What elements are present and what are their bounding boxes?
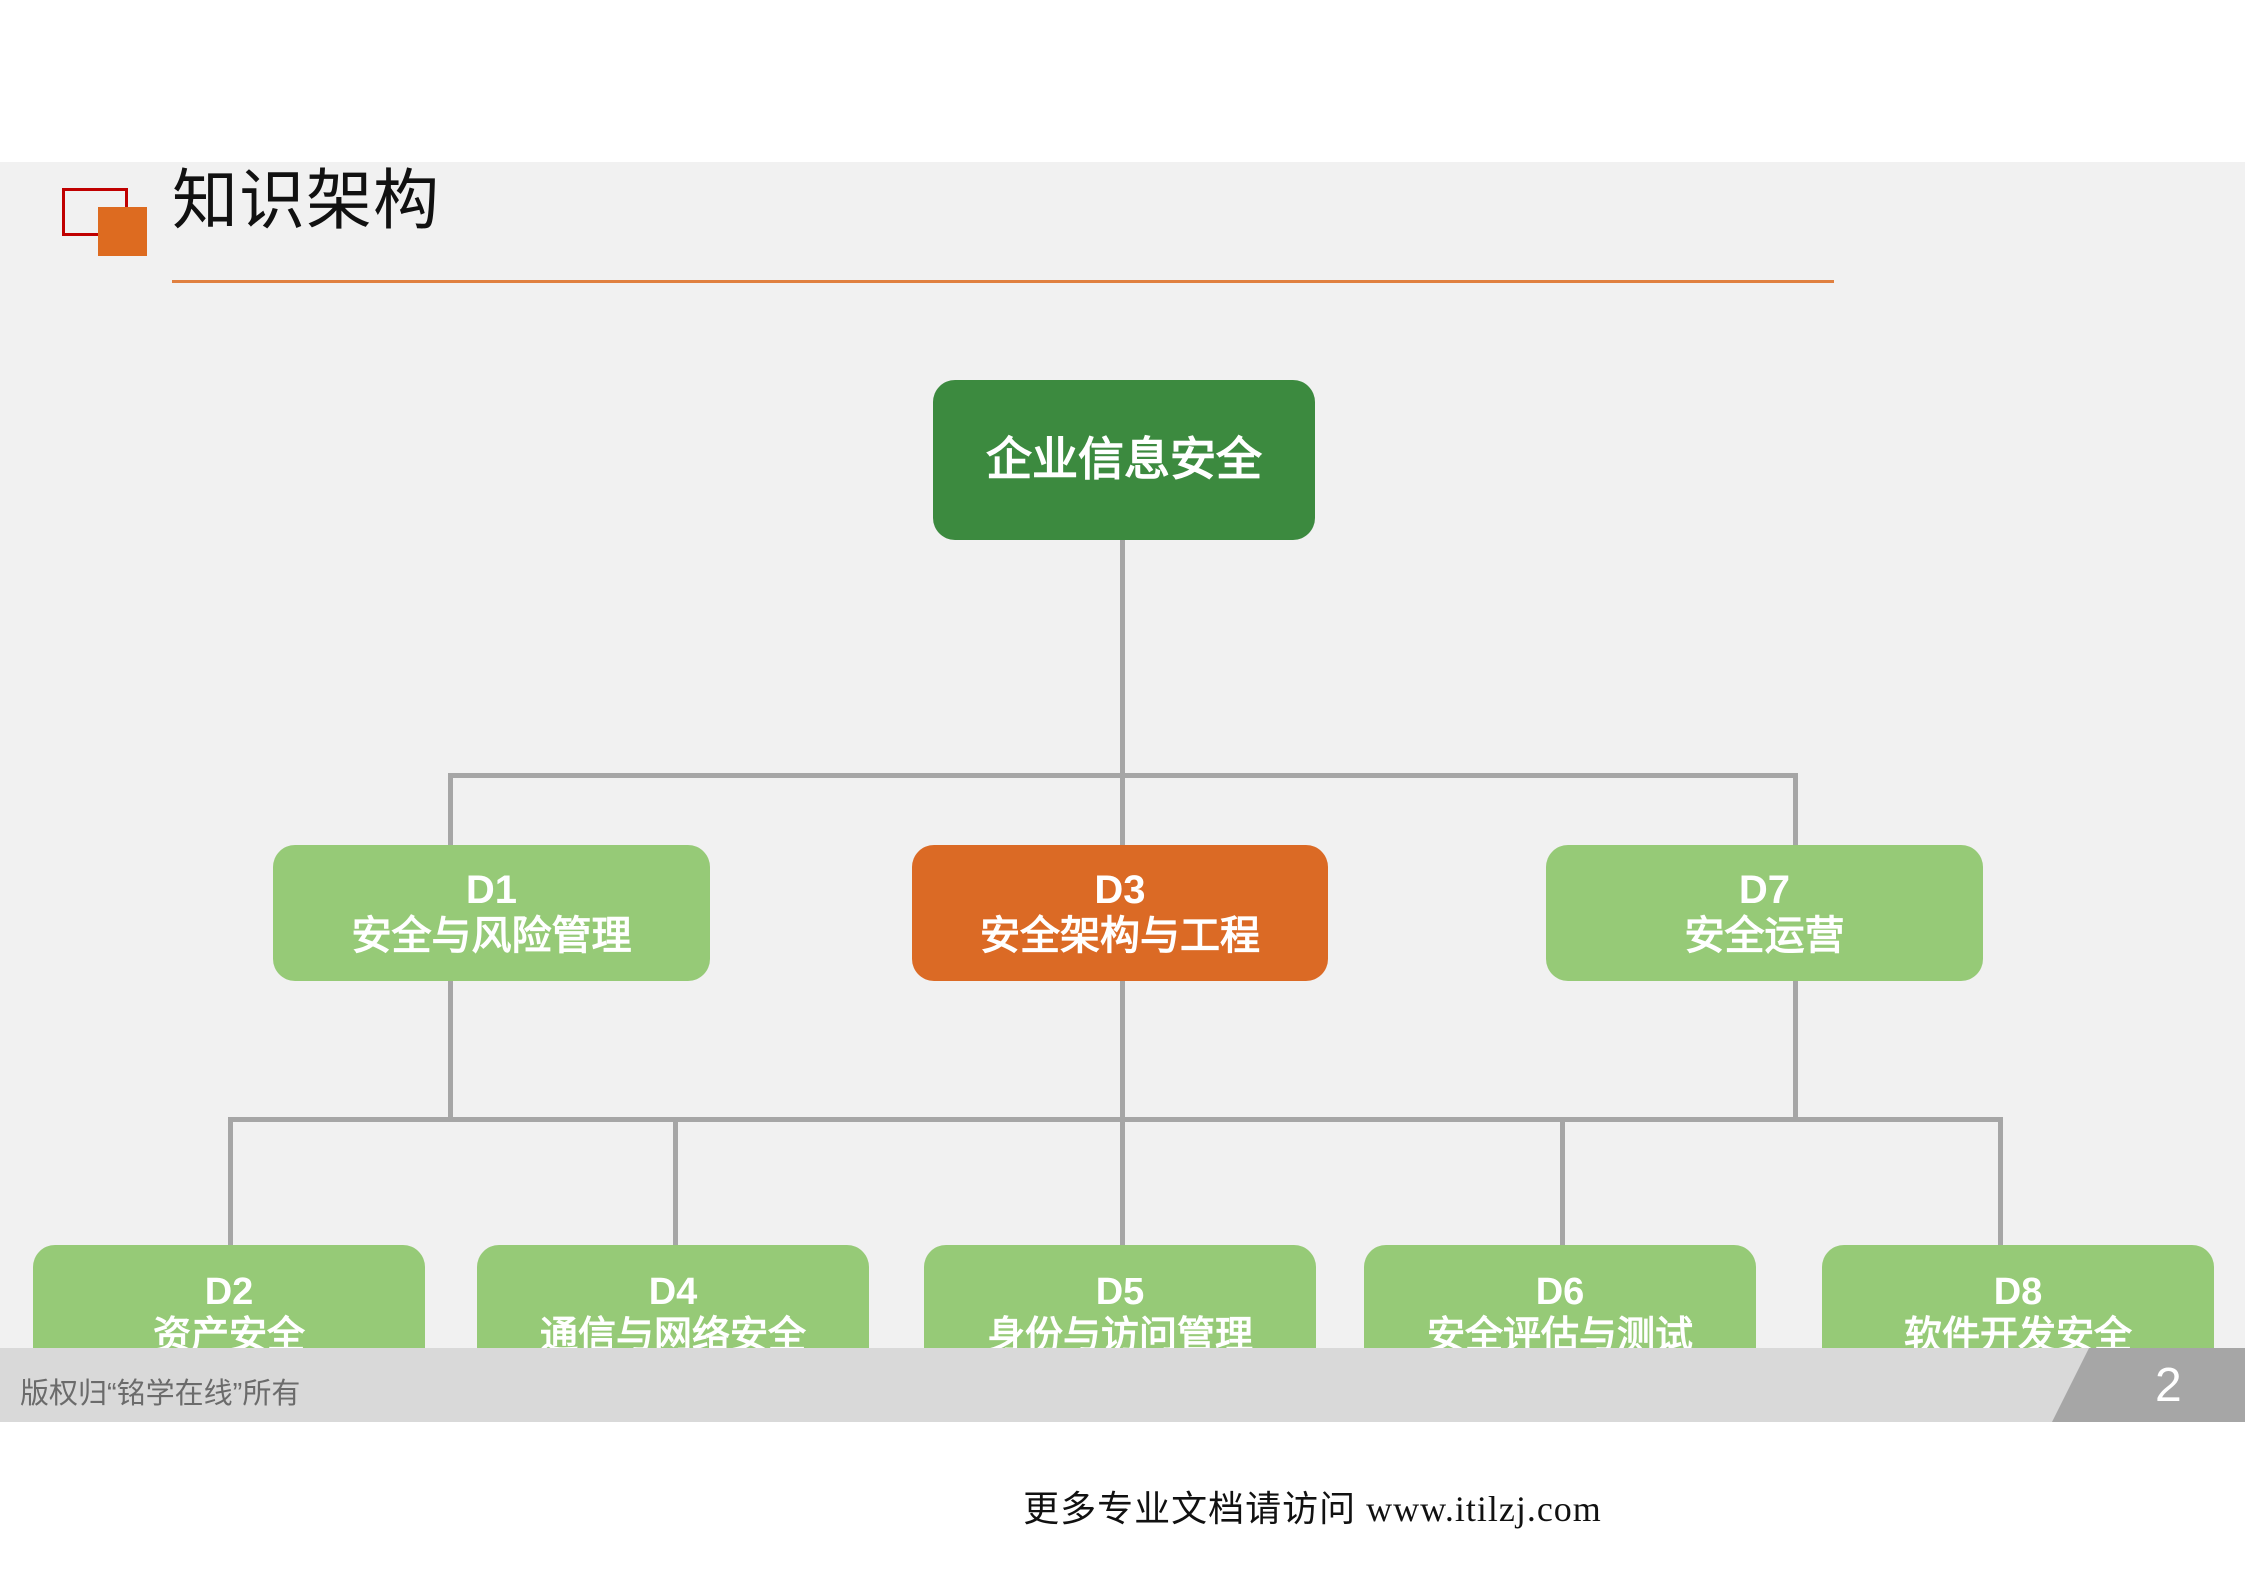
- node-d8-code: D8: [1993, 1270, 2043, 1313]
- page-number-shape: [2052, 1348, 2245, 1422]
- node-d3-label: 安全架构与工程: [980, 914, 1260, 958]
- connector-to-d8: [1998, 1117, 2003, 1245]
- connector-level3-bus: [228, 1117, 2003, 1122]
- node-d1-code: D1: [465, 867, 518, 912]
- footer-copyright: 版权归“铭学在线”所有: [20, 1378, 301, 1410]
- node-d3[interactable]: D3 安全架构与工程: [912, 845, 1328, 981]
- org-chart: 企业信息安全 D1 安全与风险管理 D3 安全架构与工程 D7 安全运营 D2 …: [0, 162, 2245, 1422]
- node-d1-label: 安全与风险管理: [351, 914, 632, 958]
- node-d1[interactable]: D1 安全与风险管理: [273, 845, 710, 981]
- connector-root-down: [1120, 540, 1125, 776]
- node-d4-code: D4: [648, 1270, 698, 1313]
- node-root-label: 企业信息安全: [986, 433, 1262, 486]
- node-root[interactable]: 企业信息安全: [933, 380, 1315, 540]
- slide-canvas: 知识架构 企业信息安全 D1 安全与风险管理 D3 安全架构与工程: [0, 162, 2245, 1422]
- node-d7-label: 安全运营: [1684, 914, 1845, 958]
- connector-to-d7: [1793, 773, 1798, 845]
- connector-to-d5: [1120, 1117, 1125, 1245]
- slide-header: 知识架构: [0, 162, 2245, 292]
- title-divider: [172, 280, 1834, 283]
- node-d5-code: D5: [1095, 1270, 1145, 1313]
- connector-to-d4: [673, 1117, 678, 1245]
- footer-band: [0, 1348, 2245, 1422]
- watermark-text: 更多专业文档请访问 www.itilzj.com: [1023, 1489, 1602, 1529]
- node-d6-code: D6: [1535, 1270, 1585, 1313]
- watermark: 更多专业文档请访问 www.itilzj.com: [0, 1480, 2245, 1532]
- node-d7-code: D7: [1738, 867, 1791, 912]
- page-title: 知识架构: [172, 163, 440, 237]
- node-d3-code: D3: [1094, 867, 1146, 912]
- connector-to-d6: [1560, 1117, 1565, 1245]
- connector-to-d3: [1120, 773, 1125, 845]
- logo-mark: [62, 188, 147, 256]
- square-filled-icon: [98, 207, 147, 256]
- node-d7[interactable]: D7 安全运营: [1546, 845, 1983, 981]
- connector-to-d1: [448, 773, 453, 845]
- node-d2-code: D2: [204, 1270, 254, 1313]
- connector-to-d2: [228, 1117, 233, 1245]
- page-number: 2: [2155, 1359, 2182, 1412]
